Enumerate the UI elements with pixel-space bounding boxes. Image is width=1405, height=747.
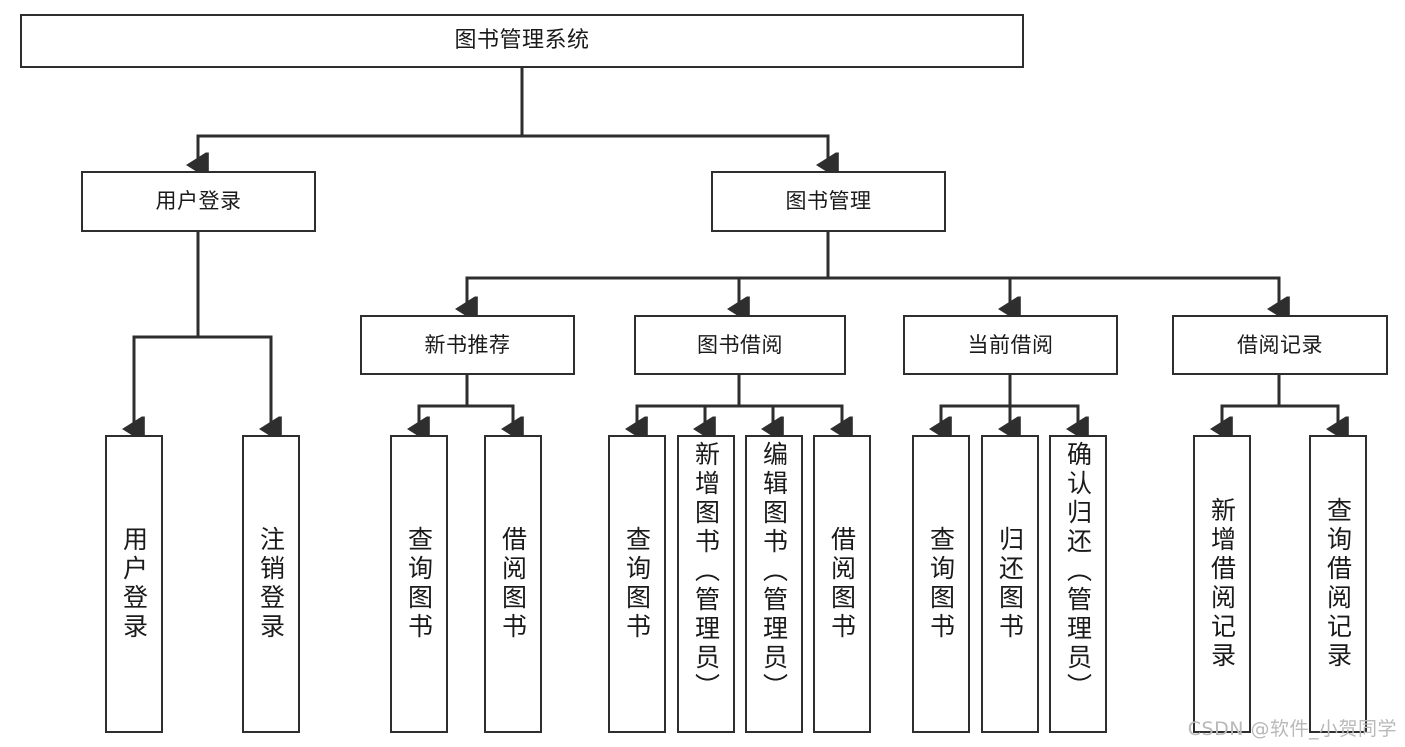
node-label: 图书管理系统 bbox=[454, 28, 590, 54]
leaf-return-book[interactable]: 归还图书 bbox=[981, 435, 1039, 733]
node-label: 查询图书 bbox=[622, 526, 652, 642]
node-label: 借阅图书 bbox=[827, 526, 857, 642]
leaf-edit-book-admin[interactable]: 编辑图书（管理员） bbox=[745, 435, 803, 733]
leaf-query-book-borrow[interactable]: 查询图书 bbox=[608, 435, 666, 733]
node-label: 用户登录 bbox=[119, 526, 149, 642]
node-label: 图书借阅 bbox=[697, 332, 783, 357]
leaf-query-book-new-rec[interactable]: 查询图书 bbox=[390, 435, 448, 733]
watermark-text: CSDN @软件_小贺同学 bbox=[1187, 718, 1397, 740]
leaf-query-borrow-record[interactable]: 查询借阅记录 bbox=[1309, 435, 1367, 733]
leaf-borrow-book-borrow[interactable]: 借阅图书 bbox=[813, 435, 871, 733]
node-label: 借阅图书 bbox=[498, 526, 528, 642]
node-label: 归还图书 bbox=[995, 526, 1025, 642]
leaf-user-login[interactable]: 用户登录 bbox=[105, 435, 163, 733]
node-label: 借阅记录 bbox=[1237, 332, 1323, 357]
edges-user-login-to-leaves bbox=[134, 230, 271, 429]
leaf-confirm-return-admin[interactable]: 确认归还（管理员） bbox=[1049, 435, 1107, 733]
leaf-query-book-current[interactable]: 查询图书 bbox=[912, 435, 970, 733]
node-new-book-recommendation[interactable]: 新书推荐 bbox=[360, 315, 575, 375]
edges-book-borrow-to-leaves bbox=[637, 373, 842, 429]
edges-book-manage-to-level3 bbox=[467, 230, 1279, 309]
leaf-logout-login[interactable]: 注销登录 bbox=[242, 435, 300, 733]
node-label: 新增图书（管理员） bbox=[691, 441, 721, 702]
edges-current-borrow-to-leaves bbox=[941, 373, 1078, 429]
node-book-management[interactable]: 图书管理 bbox=[711, 171, 946, 232]
node-label: 查询图书 bbox=[926, 526, 956, 642]
node-borrow-record[interactable]: 借阅记录 bbox=[1172, 315, 1388, 375]
leaf-add-borrow-record[interactable]: 新增借阅记录 bbox=[1193, 435, 1251, 733]
node-label: 注销登录 bbox=[256, 526, 286, 642]
node-label: 当前借阅 bbox=[967, 332, 1054, 357]
node-label: 编辑图书（管理员） bbox=[759, 441, 789, 702]
edges-borrow-record-to-leaves bbox=[1222, 373, 1338, 429]
node-label: 图书管理 bbox=[785, 189, 872, 214]
node-label: 查询图书 bbox=[404, 526, 434, 642]
node-root-book-management-system[interactable]: 图书管理系统 bbox=[20, 14, 1024, 68]
edges-root-to-level2 bbox=[198, 66, 828, 165]
edges-new-book-rec-to-leaves bbox=[419, 373, 513, 429]
node-user-login[interactable]: 用户登录 bbox=[81, 171, 316, 232]
leaf-borrow-book-new-rec[interactable]: 借阅图书 bbox=[484, 435, 542, 733]
node-label: 用户登录 bbox=[155, 189, 242, 214]
node-label: 确认归还（管理员） bbox=[1063, 441, 1093, 702]
leaf-add-book-admin[interactable]: 新增图书（管理员） bbox=[677, 435, 735, 733]
node-current-borrow[interactable]: 当前借阅 bbox=[903, 315, 1118, 375]
node-label: 新增借阅记录 bbox=[1207, 497, 1237, 671]
node-label: 查询借阅记录 bbox=[1323, 497, 1353, 671]
node-label: 新书推荐 bbox=[424, 332, 511, 357]
node-book-borrow[interactable]: 图书借阅 bbox=[634, 315, 846, 375]
